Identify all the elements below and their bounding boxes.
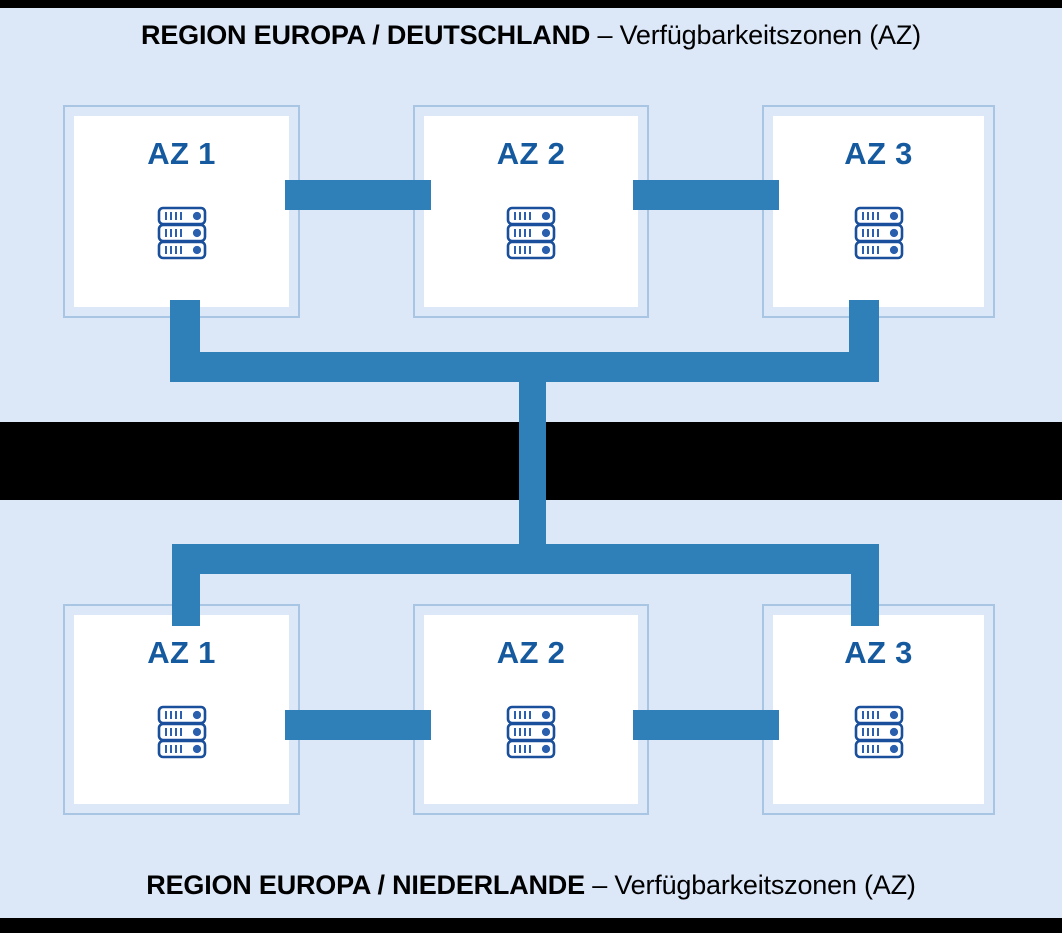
- connector-stub-bottom-az2-left: [410, 710, 431, 740]
- bottom-black-edge: [0, 918, 1062, 933]
- az-label: AZ 3: [844, 635, 913, 670]
- az-label: AZ 2: [496, 136, 566, 171]
- connector-stub-top-az3-bottom: [849, 300, 879, 324]
- connector-bottom-bus: [172, 544, 879, 574]
- region-title-top: REGION EUROPA / DEUTSCHLAND – Verfügbark…: [0, 20, 1062, 51]
- az-card-inner: AZ 1: [74, 116, 289, 307]
- connector-stub-bottom-az2-right: [633, 710, 652, 740]
- az-label: AZ 3: [844, 136, 913, 171]
- az-card-top-3[interactable]: AZ 3: [762, 105, 995, 318]
- region-title-bottom-strong: REGION EUROPA / NIEDERLANDE: [146, 870, 585, 900]
- connector-inter-region-trunk: [519, 352, 546, 559]
- az-card-inner: AZ 3: [773, 116, 984, 307]
- az-card-bottom-2[interactable]: AZ 2: [413, 604, 649, 815]
- az-card-bottom-3[interactable]: AZ 3: [762, 604, 995, 815]
- connector-stub-top-az3-left: [759, 180, 779, 210]
- server-rack-icon: [848, 701, 910, 768]
- region-title-top-strong: REGION EUROPA / DEUTSCHLAND: [141, 20, 591, 50]
- server-rack-icon: [848, 202, 910, 269]
- region-title-bottom-light: – Verfügbarkeitszonen (AZ): [584, 870, 916, 900]
- connector-stub-bottom-az1-right: [285, 710, 303, 740]
- connector-stub-bottom-az3-left: [759, 710, 779, 740]
- connector-stub-top-az2-right: [633, 180, 652, 210]
- az-label: AZ 2: [496, 635, 566, 670]
- connector-bottom-az1-az2: [285, 710, 431, 740]
- az-label: AZ 1: [147, 136, 216, 171]
- connector-stub-top-az1-bottom: [170, 300, 200, 324]
- az-card-bottom-1[interactable]: AZ 1: [63, 604, 300, 815]
- connector-stub-top-az1-right: [285, 180, 303, 210]
- az-card-inner: AZ 2: [424, 615, 638, 804]
- connector-stub-bottom-az3-top: [851, 596, 879, 626]
- az-card-top-1[interactable]: AZ 1: [63, 105, 300, 318]
- server-rack-icon: [500, 701, 562, 768]
- top-black-edge: [0, 0, 1062, 8]
- server-rack-icon: [500, 202, 562, 269]
- connector-top-az1-az2: [285, 180, 431, 210]
- server-rack-icon: [151, 701, 213, 768]
- az-card-inner: AZ 2: [424, 116, 638, 307]
- region-title-top-light: – Verfügbarkeitszonen (AZ): [590, 20, 921, 50]
- az-label: AZ 1: [147, 635, 216, 670]
- connector-stub-top-az2-left: [410, 180, 431, 210]
- connector-bottom-az2-az3: [633, 710, 779, 740]
- connector-top-az2-az3: [633, 180, 779, 210]
- connector-stub-bottom-az1-top: [172, 596, 200, 626]
- az-card-inner: AZ 3: [773, 615, 984, 804]
- server-rack-icon: [151, 202, 213, 269]
- az-card-top-2[interactable]: AZ 2: [413, 105, 649, 318]
- region-title-bottom: REGION EUROPA / NIEDERLANDE – Verfügbark…: [0, 870, 1062, 901]
- az-card-inner: AZ 1: [74, 615, 289, 804]
